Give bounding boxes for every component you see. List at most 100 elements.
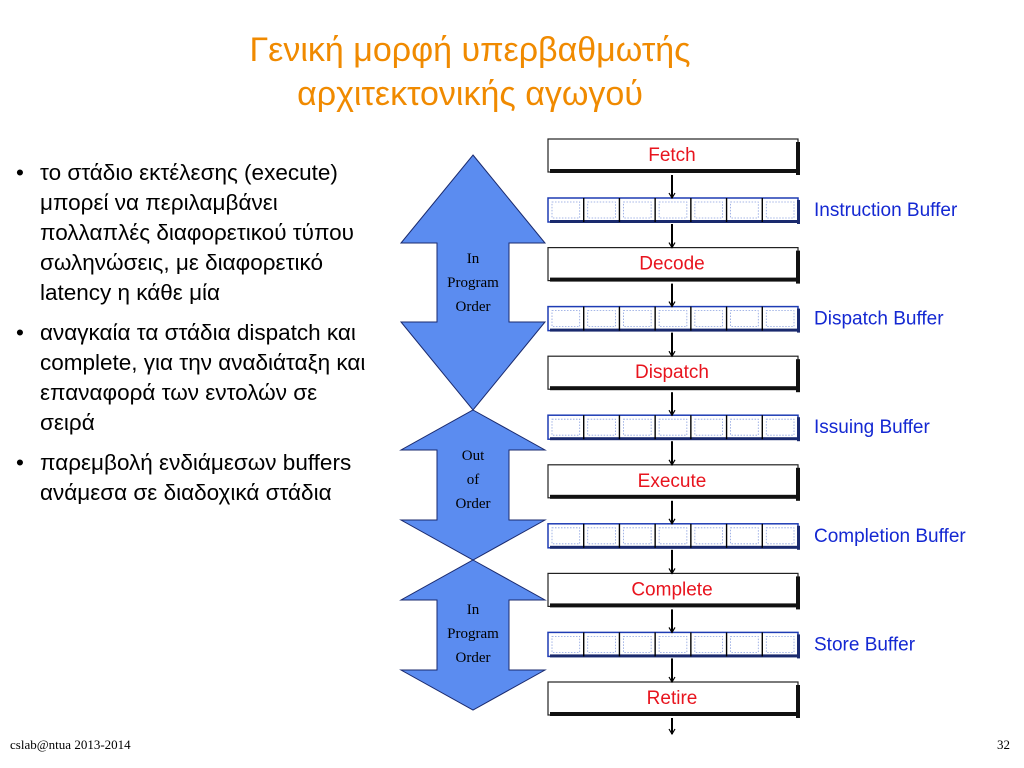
buffer-cell-dots bbox=[730, 418, 759, 436]
stage-label: Retire bbox=[647, 688, 698, 709]
flow-arrow-head bbox=[668, 459, 676, 466]
buffer-cell-dots bbox=[694, 418, 723, 436]
buffer-cell-dots bbox=[658, 310, 688, 328]
buffer-cell-dots bbox=[658, 636, 688, 653]
flow-arrow-head bbox=[668, 350, 676, 358]
order-arrow-label: Order bbox=[456, 496, 491, 512]
buffer-box: Store Buffer bbox=[547, 631, 916, 659]
stage-shadow-right bbox=[796, 359, 800, 393]
flow-arrow bbox=[668, 658, 676, 684]
buffer-shadow-bottom bbox=[550, 437, 800, 441]
flow-arrow-head bbox=[668, 242, 676, 249]
buffer-cell-dots bbox=[765, 201, 795, 219]
flow-arrow bbox=[668, 392, 676, 417]
buffer-cell-dots bbox=[551, 636, 581, 653]
stage-box: Retire bbox=[547, 681, 800, 718]
buffer-box: Issuing Buffer bbox=[547, 414, 931, 442]
stage-box: Fetch bbox=[547, 138, 800, 175]
buffer-shadow-bottom bbox=[550, 220, 800, 223]
buffer-label: Issuing Buffer bbox=[814, 417, 931, 438]
buffer-cell-dots bbox=[623, 527, 652, 545]
stage-label: Complete bbox=[631, 579, 712, 600]
stage-shadow-bottom bbox=[550, 277, 800, 282]
buffer-shadow-right bbox=[797, 634, 800, 659]
stage-shadow-bottom bbox=[550, 169, 800, 173]
stage-outline bbox=[547, 247, 799, 282]
stage-shadow-right bbox=[796, 576, 800, 610]
stage-shadow-bottom bbox=[550, 603, 800, 608]
buffer-cell-dots bbox=[658, 418, 688, 436]
bullet-item: αναγκαία τα στάδια dispatch και complete… bbox=[10, 318, 370, 438]
buffer-cell-dots bbox=[587, 418, 616, 436]
title-line-1: Γενική μορφή υπερβαθμωτής bbox=[249, 31, 691, 69]
stage-shadow-bottom bbox=[550, 386, 800, 391]
stage-shadow-right bbox=[796, 467, 800, 501]
buffer-box: Completion Buffer bbox=[547, 523, 966, 550]
slide-title: Γενική μορφή υπερβαθμωτής αρχιτεκτονικής… bbox=[150, 28, 790, 116]
order-arrow-label: Order bbox=[456, 650, 491, 666]
buffer-shadow-bottom bbox=[550, 654, 800, 658]
flow-arrow-head bbox=[668, 568, 676, 575]
buffer-cell-dots bbox=[551, 310, 581, 328]
buffer-cell-dots bbox=[623, 418, 652, 436]
buffer-label: Dispatch Buffer bbox=[814, 309, 944, 330]
buffer-cell-dots bbox=[694, 310, 723, 328]
buffer-cell-dots bbox=[765, 418, 795, 436]
buffer-cell-dots bbox=[587, 527, 616, 545]
stage-label: Execute bbox=[638, 471, 707, 492]
bullet-item: παρεμβολή ενδιάμεσων buffers ανάμεσα σε … bbox=[10, 448, 370, 508]
order-arrow-label: Order bbox=[456, 299, 491, 315]
stage-label: Decode bbox=[639, 254, 705, 275]
flow-arrow bbox=[668, 500, 676, 525]
buffer-outline bbox=[547, 523, 799, 549]
buffer-cell-dots bbox=[551, 201, 581, 219]
stage-shadow-bottom bbox=[550, 712, 800, 716]
buffer-cell-dots bbox=[730, 636, 759, 653]
buffer-cell-dots bbox=[694, 201, 723, 219]
buffer-shadow-right bbox=[797, 417, 800, 442]
buffer-cell-dots bbox=[730, 527, 759, 545]
buffer-cell-dots bbox=[765, 310, 795, 328]
buffer-outline bbox=[547, 631, 799, 658]
buffer-cell-dots bbox=[551, 418, 581, 436]
bullet-item: το στάδιο εκτέλεσης (execute) μπορεί να … bbox=[10, 158, 370, 308]
order-arrow-label: In bbox=[467, 602, 480, 618]
page-number: 32 bbox=[997, 737, 1010, 752]
flow-arrow-head bbox=[668, 518, 676, 525]
stage-shadow-bottom bbox=[550, 494, 800, 499]
stage-outline bbox=[547, 681, 799, 716]
flow-arrow bbox=[668, 718, 676, 736]
order-arrow-label: Program bbox=[447, 626, 499, 642]
flow-arrow-head bbox=[668, 409, 676, 417]
flow-arrow-head bbox=[668, 192, 676, 200]
footer-credit: cslab@ntua 2013-2014 bbox=[10, 737, 131, 752]
stage-shadow-right bbox=[796, 250, 800, 284]
flow-arrow bbox=[668, 332, 676, 358]
stage-shadow-right bbox=[796, 685, 800, 718]
buffer-cell-dots bbox=[587, 310, 616, 328]
flow-arrow bbox=[668, 283, 676, 308]
flow-arrow bbox=[668, 609, 676, 634]
buffer-label: Store Buffer bbox=[814, 634, 916, 655]
buffer-cell-dots bbox=[658, 527, 688, 545]
flow-arrow bbox=[668, 441, 676, 466]
flow-arrow-head bbox=[668, 301, 676, 308]
flow-arrow bbox=[668, 224, 676, 249]
buffer-shadow-right bbox=[797, 525, 800, 550]
buffer-cell-dots bbox=[658, 201, 688, 219]
flow-arrow bbox=[668, 175, 676, 200]
flow-arrow-head bbox=[668, 728, 676, 736]
stage-label: Fetch bbox=[648, 145, 696, 166]
buffer-box: Dispatch Buffer bbox=[547, 305, 944, 333]
buffer-cell-dots bbox=[730, 310, 759, 328]
buffer-shadow-right bbox=[797, 308, 800, 333]
buffer-box: Instruction Buffer bbox=[547, 197, 958, 224]
stage-outline bbox=[547, 572, 799, 608]
buffer-cell-dots bbox=[765, 636, 795, 653]
buffer-label: Instruction Buffer bbox=[814, 200, 958, 221]
order-arrow-label: of bbox=[467, 472, 480, 488]
stage-box: Decode bbox=[547, 247, 800, 284]
